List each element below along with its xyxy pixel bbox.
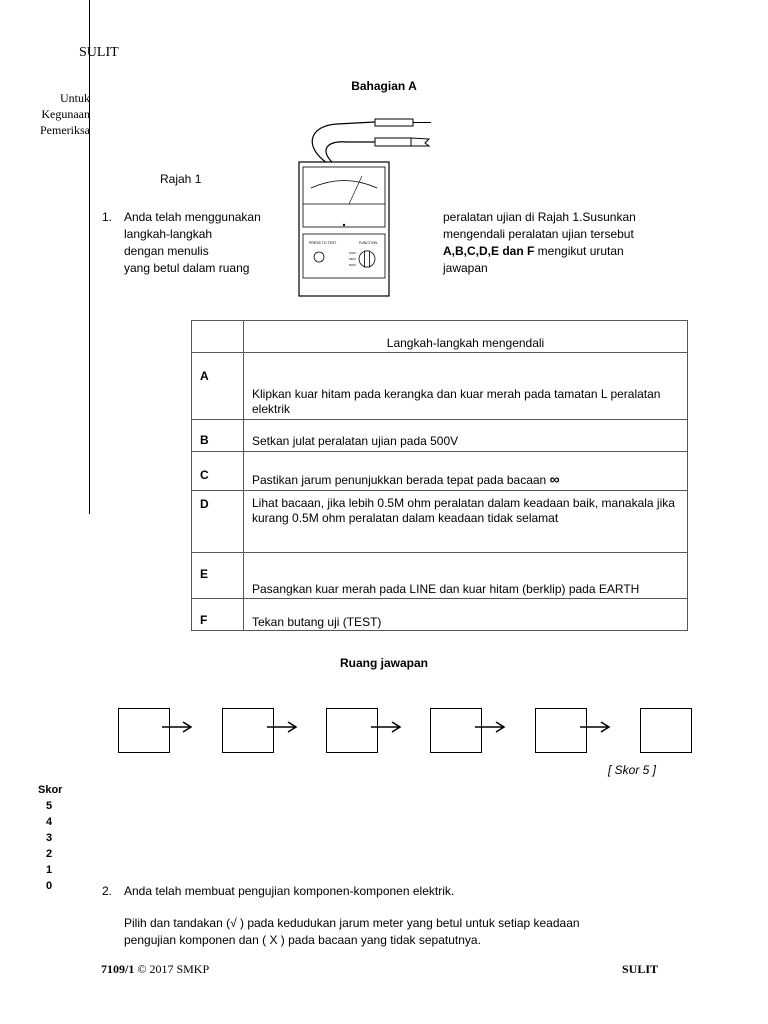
step-key: B bbox=[191, 419, 244, 452]
arrow-right-icon bbox=[267, 721, 298, 733]
question1-bold-options: A,B,C,D,E dan F bbox=[443, 244, 535, 258]
answer-box-1[interactable] bbox=[118, 708, 170, 753]
question2-line: pengujian komponen dan ( X ) pada bacaan… bbox=[124, 933, 481, 947]
table-header-row: Langkah-langkah mengendali bbox=[191, 320, 688, 353]
answer-box-4[interactable] bbox=[430, 708, 482, 753]
footer-sulit: SULIT bbox=[622, 962, 659, 976]
table-row: A Klipkan kuar hitam pada kerangka dan k… bbox=[191, 352, 688, 420]
header-sulit: SULIT bbox=[79, 45, 119, 60]
insulation-tester-illustration: PRESS TO TEST FUNCTION 100V 250V 500V bbox=[298, 118, 431, 297]
table-row: C Pastikan jarum penunjukkan berada tepa… bbox=[191, 451, 688, 491]
table-row: F Tekan butang uji (TEST) bbox=[191, 598, 688, 631]
examiner-note-line: Untuk bbox=[60, 91, 90, 105]
arrow-right-icon bbox=[475, 721, 506, 733]
score-value: 4 bbox=[46, 816, 53, 828]
question1-line: langkah-langkah bbox=[124, 227, 213, 241]
score-note: [ Skor 5 ] bbox=[608, 763, 657, 777]
question1-line: A,B,C,D,E dan F mengikut urutan bbox=[443, 244, 624, 258]
score-value: 3 bbox=[46, 832, 53, 844]
question1-line: yang betul dalam ruang bbox=[124, 261, 250, 275]
score-column: Skor 5 4 3 2 1 0 bbox=[38, 782, 63, 894]
score-value: 2 bbox=[46, 848, 53, 860]
question2-line: Pilih dan tandakan (√ ) pada kedudukan j… bbox=[124, 916, 580, 930]
score-value: 0 bbox=[46, 880, 53, 892]
meter-press-label: PRESS TO TEST bbox=[309, 241, 337, 245]
paper-code: 7109/1 bbox=[101, 962, 135, 976]
step-key: F bbox=[191, 598, 244, 631]
answer-box-3[interactable] bbox=[326, 708, 378, 753]
arrow-right-icon bbox=[162, 721, 193, 733]
arrow-right-icon bbox=[580, 721, 611, 733]
score-value: 1 bbox=[46, 864, 53, 876]
question2-intro: Anda telah membuat pengujian komponen-ko… bbox=[124, 884, 455, 898]
answer-box-6[interactable] bbox=[640, 708, 692, 753]
step-key: A bbox=[191, 352, 244, 420]
question1-left-text: Anda telah menggunakan langkah-langkah d… bbox=[124, 209, 261, 277]
question1-line: dengan menulis bbox=[124, 244, 209, 258]
answer-title: Ruang jawapan bbox=[339, 656, 428, 670]
examiner-note-line: Kegunaan bbox=[41, 107, 90, 121]
step-text: Setkan julat peralatan ujian pada 500V bbox=[243, 419, 688, 452]
question1-number: 1. bbox=[102, 210, 113, 224]
question1-line: peralatan ujian di Rajah 1.Susunkan bbox=[443, 210, 636, 224]
question2-number: 2. bbox=[102, 884, 113, 898]
margin-rule bbox=[89, 0, 90, 514]
table-row: E Pasangkan kuar merah pada LINE dan kua… bbox=[191, 552, 688, 599]
table-header: Langkah-langkah mengendali bbox=[243, 320, 688, 353]
question2-instruction: Pilih dan tandakan (√ ) pada kedudukan j… bbox=[124, 915, 580, 949]
svg-text:250V: 250V bbox=[349, 257, 356, 261]
examiner-note-line: Pemeriksa bbox=[40, 123, 90, 137]
question1-line: jawapan bbox=[443, 261, 488, 275]
score-label: Skor bbox=[38, 784, 63, 796]
answer-box-2[interactable] bbox=[222, 708, 274, 753]
footer-code: 7109/1 © 2017 SMKP bbox=[101, 962, 210, 976]
steps-table: Langkah-langkah mengendali A Klipkan kua… bbox=[191, 320, 688, 631]
svg-text:100V: 100V bbox=[349, 251, 356, 255]
question1-line: mengendali peralatan ujian tersebut bbox=[443, 227, 634, 241]
score-value: 5 bbox=[46, 800, 53, 812]
examiner-note: Untuk Kegunaan Pemeriksa bbox=[20, 90, 90, 138]
answer-box-5[interactable] bbox=[535, 708, 587, 753]
infinity-symbol: ∞ bbox=[549, 471, 560, 487]
table-row: B Setkan julat peralatan ujian pada 500V bbox=[191, 419, 688, 452]
step-key: E bbox=[191, 552, 244, 599]
step-text: Pastikan jarum penunjukkan berada tepat … bbox=[252, 473, 547, 487]
step-text: Tekan butang uji (TEST) bbox=[243, 598, 688, 631]
question1-line: Anda telah menggunakan bbox=[124, 210, 261, 224]
step-text: Lihat bacaan, jika lebih 0.5M ohm perala… bbox=[243, 490, 688, 553]
svg-text:500V: 500V bbox=[349, 263, 356, 267]
step-key: C bbox=[191, 451, 244, 491]
step-text: Klipkan kuar hitam pada kerangka dan kua… bbox=[243, 352, 688, 420]
figure-caption: Rajah 1 bbox=[160, 172, 202, 186]
step-key: D bbox=[191, 490, 244, 553]
step-text-cell: Pastikan jarum penunjukkan berada tepat … bbox=[243, 451, 688, 491]
table-row: D Lihat bacaan, jika lebih 0.5M ohm pera… bbox=[191, 490, 688, 553]
step-text: Pasangkan kuar merah pada LINE dan kuar … bbox=[243, 552, 688, 599]
arrow-right-icon bbox=[371, 721, 402, 733]
section-title: Bahagian A bbox=[351, 79, 417, 93]
meter-function-label: FUNCTION bbox=[359, 241, 378, 245]
question1-right-text: peralatan ujian di Rajah 1.Susunkan meng… bbox=[443, 209, 636, 277]
